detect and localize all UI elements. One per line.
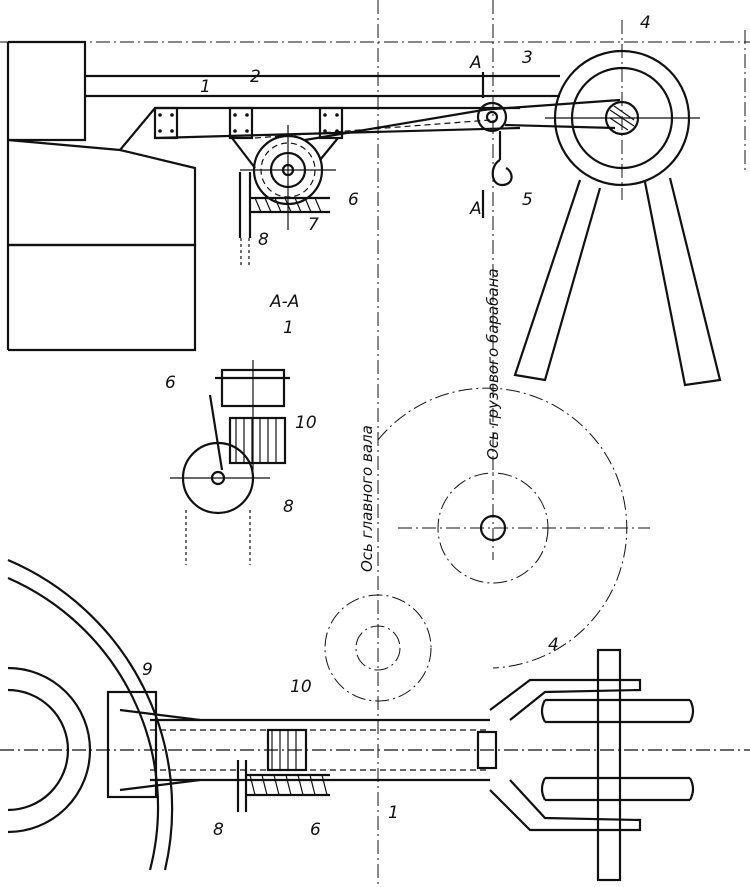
label-10-aa: 10 <box>295 413 317 433</box>
label-7: 7 <box>308 215 319 235</box>
label-8-aa: 8 <box>283 497 294 517</box>
main-shaft-axis-label: Ось главного вала <box>358 425 376 572</box>
label-1-top: 1 <box>200 77 211 97</box>
drum-leg-left <box>513 179 602 382</box>
strut-left <box>231 137 256 169</box>
bracket-9 <box>106 690 158 799</box>
girder-plate-1 <box>153 106 179 140</box>
girder-1-plan <box>150 718 490 782</box>
label-6-top: 6 <box>348 190 359 210</box>
label-1-plan: 1 <box>388 803 399 823</box>
drum-leg-right <box>643 177 722 387</box>
center-axes <box>377 0 650 887</box>
strut-right <box>319 137 339 161</box>
plan-view <box>0 558 750 882</box>
girder-plate-3 <box>318 106 344 140</box>
section-aa-view <box>170 360 290 565</box>
label-5: 5 <box>522 190 533 210</box>
label-9: 9 <box>142 660 153 680</box>
worm-7 <box>250 196 330 214</box>
drum-pitch-circle <box>437 472 549 584</box>
elevation-view <box>0 20 750 387</box>
flywheel-inner <box>7 576 160 871</box>
drum-support-post <box>596 648 622 882</box>
hub-arc <box>7 666 92 834</box>
label-aa: A-A <box>269 292 299 312</box>
part-labels: 1 2 3 4 5 6 7 8 A A A-A 1 6 10 8 9 10 4 … <box>142 13 651 840</box>
hook-5 <box>491 159 513 187</box>
drum-4-frame-top <box>489 678 642 721</box>
load-drum-axis-label: Ось грузового барабана <box>484 268 502 460</box>
label-2: 2 <box>250 67 261 87</box>
left-base-block <box>8 243 197 352</box>
label-4-plan: 4 <box>548 635 559 655</box>
chain-wheel-8 <box>238 172 252 238</box>
label-10-plan: 10 <box>290 677 312 697</box>
rope-to-drum <box>479 98 621 112</box>
worm-6-plan <box>245 773 330 797</box>
rope-1 <box>304 106 496 142</box>
worm-10-plan <box>266 728 308 772</box>
drum-4-frame-bottom <box>489 779 642 832</box>
pitch-circles <box>324 387 628 702</box>
drum-4-plan <box>545 698 690 802</box>
label-6-plan: 6 <box>310 820 321 840</box>
left-wall-block <box>8 40 87 142</box>
label-4-top: 4 <box>640 13 651 33</box>
rope-to-drum-2 <box>504 123 616 130</box>
label-8-plan: 8 <box>213 820 224 840</box>
label-a-top: A <box>469 53 482 73</box>
flywheel-outer <box>7 558 174 871</box>
pulley-3 <box>476 101 508 133</box>
label-6-aa: 6 <box>165 373 176 393</box>
coupling <box>476 730 498 770</box>
girder-plate-2 <box>228 106 254 140</box>
label-1-aa: 1 <box>283 318 294 338</box>
left-lower-block <box>7 138 197 247</box>
girder-bottom <box>154 126 521 140</box>
worm-10 <box>228 416 287 465</box>
label-a-bottom: A <box>469 199 482 219</box>
aa-link-6 <box>208 394 224 471</box>
label-8-top: 8 <box>258 230 269 250</box>
label-3: 3 <box>522 48 533 68</box>
main-pitch-circle <box>324 594 432 702</box>
